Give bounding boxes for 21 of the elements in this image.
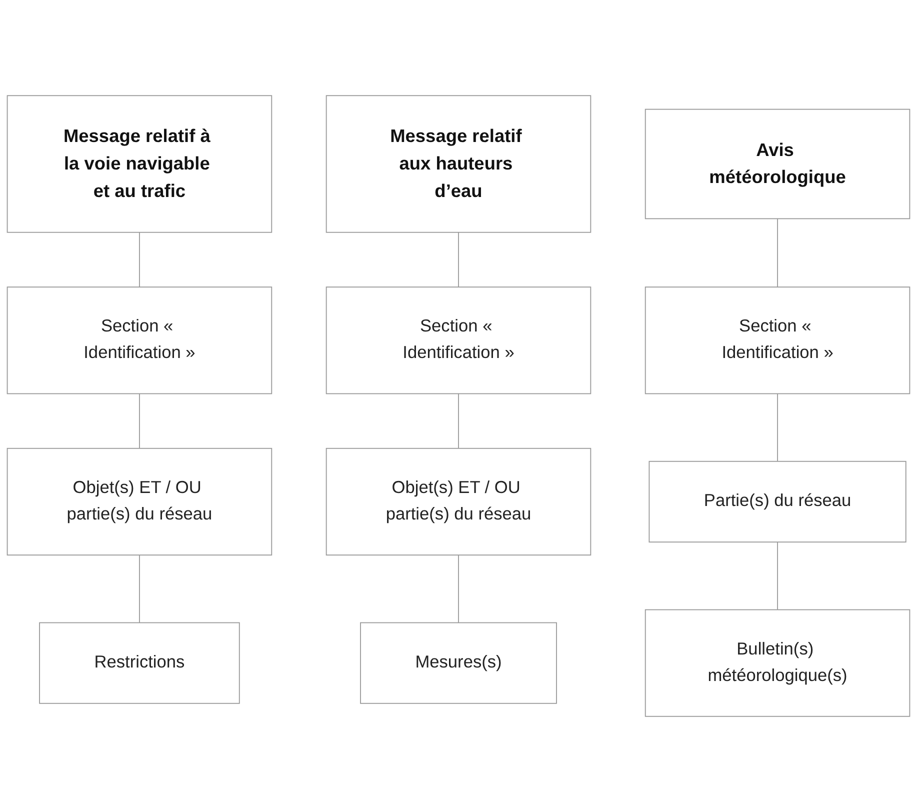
node-box: Objet(s) ET / OU partie(s) du réseau <box>6 448 272 556</box>
node-box: Bulletin(s) météorologique(s) <box>644 609 910 717</box>
node-box: Section « Identification » <box>326 286 592 394</box>
node-box: Section « Identification » <box>6 286 272 394</box>
node-box: Partie(s) du réseau <box>648 460 906 542</box>
connector <box>139 554 140 624</box>
connector <box>139 232 140 288</box>
connector <box>777 542 778 610</box>
node-box: Message relatif à la voie navigable et au trafic <box>6 95 272 233</box>
node-box: Objet(s) ET / OU partie(s) du réseau <box>326 448 592 556</box>
connector <box>777 393 778 462</box>
node-box: Restrictions <box>39 622 240 704</box>
connector <box>139 393 140 449</box>
node-box: Mesures(s) <box>360 622 557 704</box>
connector <box>458 554 459 624</box>
connector <box>777 218 778 288</box>
node-box: Avis météorologique <box>644 108 910 220</box>
node-box: Message relatif aux hauteurs d’eau <box>326 95 592 233</box>
connector <box>458 393 459 449</box>
node-box: Section « Identification » <box>644 286 910 394</box>
connector <box>458 232 459 288</box>
